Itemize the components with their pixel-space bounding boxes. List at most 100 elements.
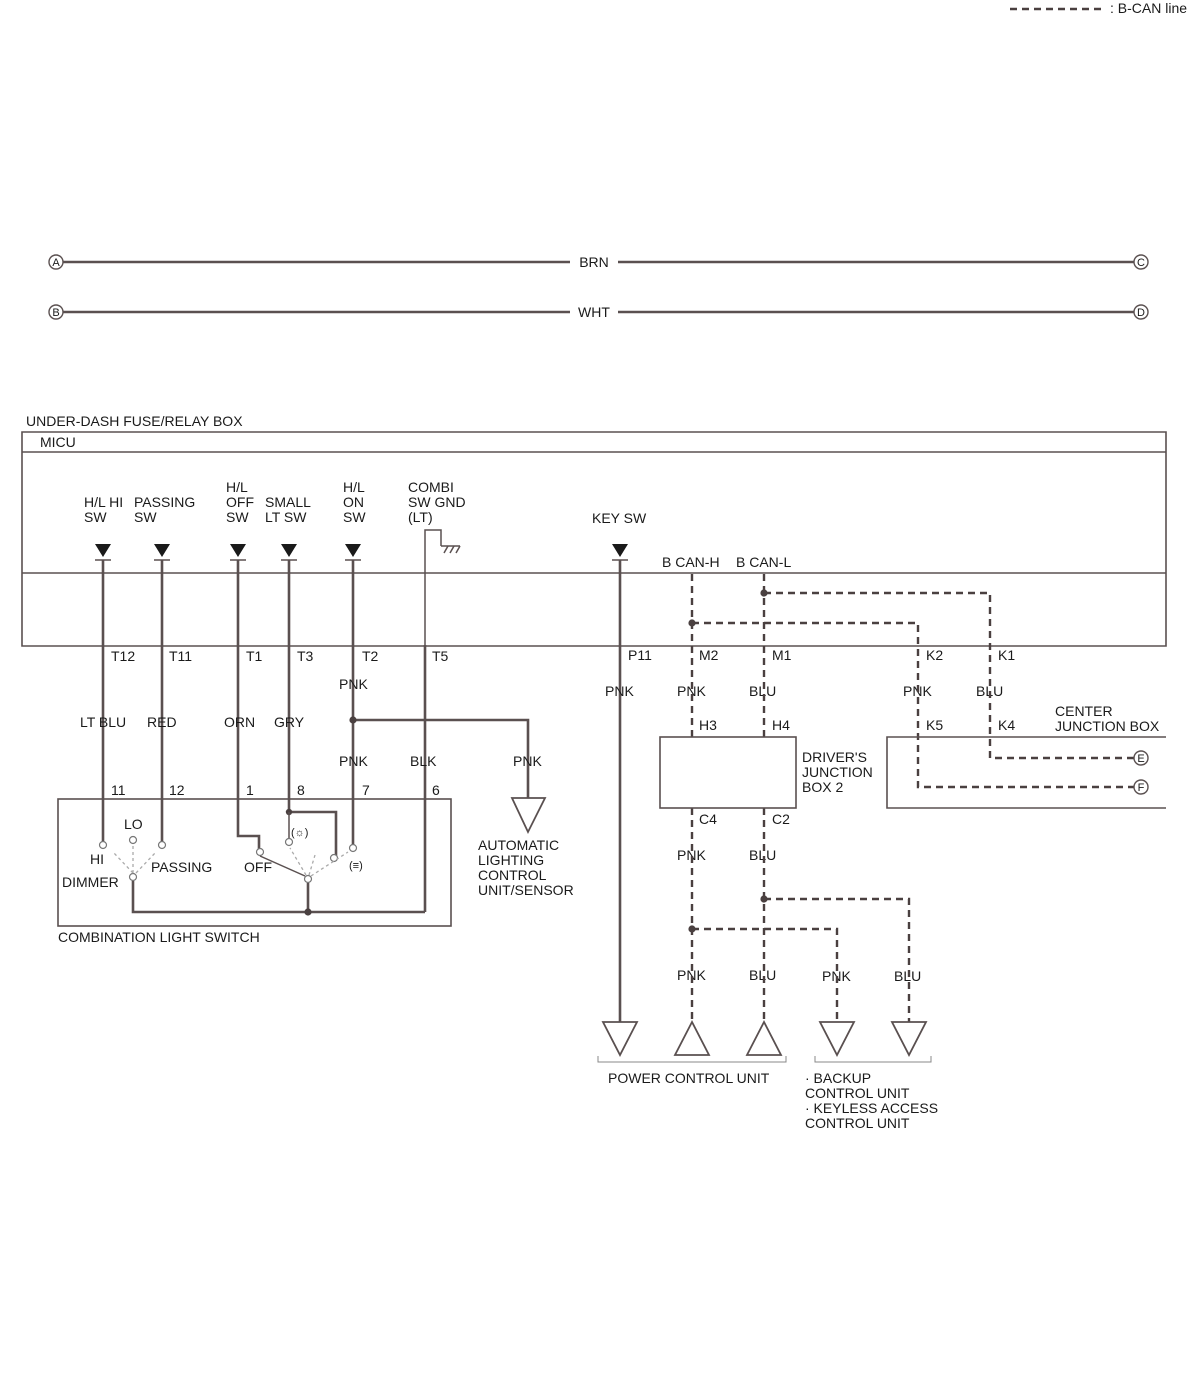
connector-b [48,304,64,320]
wht-label: WHT [578,304,610,320]
connector-c-label: C [1137,257,1145,269]
headlight-icon: (≡) [349,860,363,872]
connector-a [48,254,64,270]
connector-f [1133,779,1149,795]
hl-on-sw-label-3: SW [343,509,366,525]
lo-label: LO [124,816,143,832]
connector-c [1133,254,1149,270]
pin-6: 6 [432,782,440,798]
passing-label: PASSING [151,859,212,875]
center-jb-label-1: CENTER [1055,703,1113,719]
gry-contact [329,853,339,863]
combi-gnd-label-1: COMBI [408,479,454,495]
drivers-jb2-outline [659,736,797,809]
legend-can-label: : B-CAN line [1110,0,1187,16]
combination-light-switch: 11 12 1 8 7 6 LO HI DIMMER PASSING (☼) (… [57,782,452,945]
fuse-box-title: UNDER-DASH FUSE/RELAY BOX [26,413,243,429]
rotary-common-contact [303,874,313,884]
hl-off-sw-label-1: H/L [226,479,248,495]
input-arrows [95,544,628,561]
hi-contact [98,840,108,850]
bcan-lines [688,574,1134,1022]
terminal-t3: T3 [297,648,314,664]
connector-e-label: E [1137,753,1144,765]
brn-label: BRN [579,254,609,270]
key-sw-arrow-icon [612,544,628,557]
auto-lighting-ground-icon [510,797,547,835]
wire-label-blu-pcu: BLU [749,967,776,983]
connector-a-label: A [52,257,60,269]
small-lt-arrow-icon [281,544,297,557]
terminal-t2: T2 [362,648,379,664]
auto-lighting-label-3: CONTROL [478,867,547,883]
combination-switch-title: COMBINATION LIGHT SWITCH [58,929,260,945]
wire-label-pnk-t2: PNK [339,676,368,692]
jb2-c2: C2 [772,811,790,827]
small-lt-sw-label-1: SMALL [265,494,311,510]
passing-sw-label-2: SW [134,509,157,525]
auto-lighting-label-1: AUTOMATIC [478,837,559,853]
hl-on-sw-label-1: H/L [343,479,365,495]
wire-label-lt-blu: LT BLU [80,714,126,730]
pcu-bcan-l-icon [745,1020,783,1056]
wire-label-blu-c2: BLU [749,847,776,863]
center-jb-outline [886,736,1166,809]
wire-label-pnk-7: PNK [339,753,368,769]
hi-label: HI [90,851,104,867]
bcan-l-to-backup [764,897,911,1022]
bcan-h-to-backup [692,927,839,1022]
backup-label-4: CONTROL UNIT [805,1115,910,1131]
combination-switch-outline [57,798,452,927]
connector-b-label: B [52,307,59,319]
combi-gnd-label-2: SW GND [408,494,466,510]
center-junction-box: K5 K4 CENTER JUNCTION BOX E F [886,703,1166,809]
terminal-p11: P11 [628,647,652,663]
hl-hi-arrow-icon [95,544,111,557]
legend: : B-CAN line [1010,0,1187,16]
hl-hi-sw-label-2: SW [84,509,107,525]
fuse-box-outline [21,431,1167,647]
bcan-h-to-center-jb [692,621,1134,789]
backup-bcan-h-icon [818,1021,856,1057]
backup-bcan-l-icon [890,1021,928,1057]
jb2-label-1: DRIVER'S [802,749,867,765]
passing-contact [157,840,167,850]
wire-label-blk: BLK [410,753,437,769]
jb2-label-3: BOX 2 [802,779,843,795]
switch-ground-bus [131,881,425,914]
auto-lighting-label-2: LIGHTING [478,852,544,868]
hl-hi-sw-label-1: H/L HI [84,494,123,510]
small-lt-contact [284,837,294,847]
cross-reference-lines: BRN A C WHT B D [48,254,1149,320]
center-jb-label-2: JUNCTION BOX [1055,718,1160,734]
fuse-relay-box: UNDER-DASH FUSE/RELAY BOX MICU [21,413,1167,647]
pcu-label: POWER CONTROL UNIT [608,1070,770,1086]
wire-gry [287,560,338,858]
wire-label-blu-backup: BLU [894,968,921,984]
backup-label-2: CONTROL UNIT [805,1085,910,1101]
dimmer-label: DIMMER [62,874,119,890]
key-sw-label: KEY SW [592,510,647,526]
bcan-h-label: B CAN-H [662,554,720,570]
wire-label-pnk-c4: PNK [677,847,706,863]
pin-7: 7 [362,782,370,798]
terminal-m1: M1 [772,647,792,663]
wire-label-pnk-auto: PNK [513,753,542,769]
jb2-h4: H4 [772,717,790,733]
jb2-c4: C4 [699,811,717,827]
lo-contact [128,835,138,845]
micu-input-labels: H/L HI SW PASSING SW H/L OFF SW SMALL LT… [84,479,791,570]
switch-wires [101,560,622,1022]
hl-on-sw-label-2: ON [343,494,364,510]
bcan-l-label: B CAN-L [736,554,791,570]
backup-keyless-units: · BACKUP CONTROL UNIT · KEYLESS ACCESS C… [805,1021,938,1131]
pcu-bracket [597,1056,787,1063]
connector-f-label: F [1138,782,1145,794]
auto-lighting-label-4: UNIT/SENSOR [478,882,574,898]
wire-label-red: RED [147,714,177,730]
connector-d-label: D [1137,307,1145,319]
combi-ground-icon [424,529,461,645]
connector-e [1133,750,1149,766]
bcan-l-to-center-jb [764,591,1134,760]
